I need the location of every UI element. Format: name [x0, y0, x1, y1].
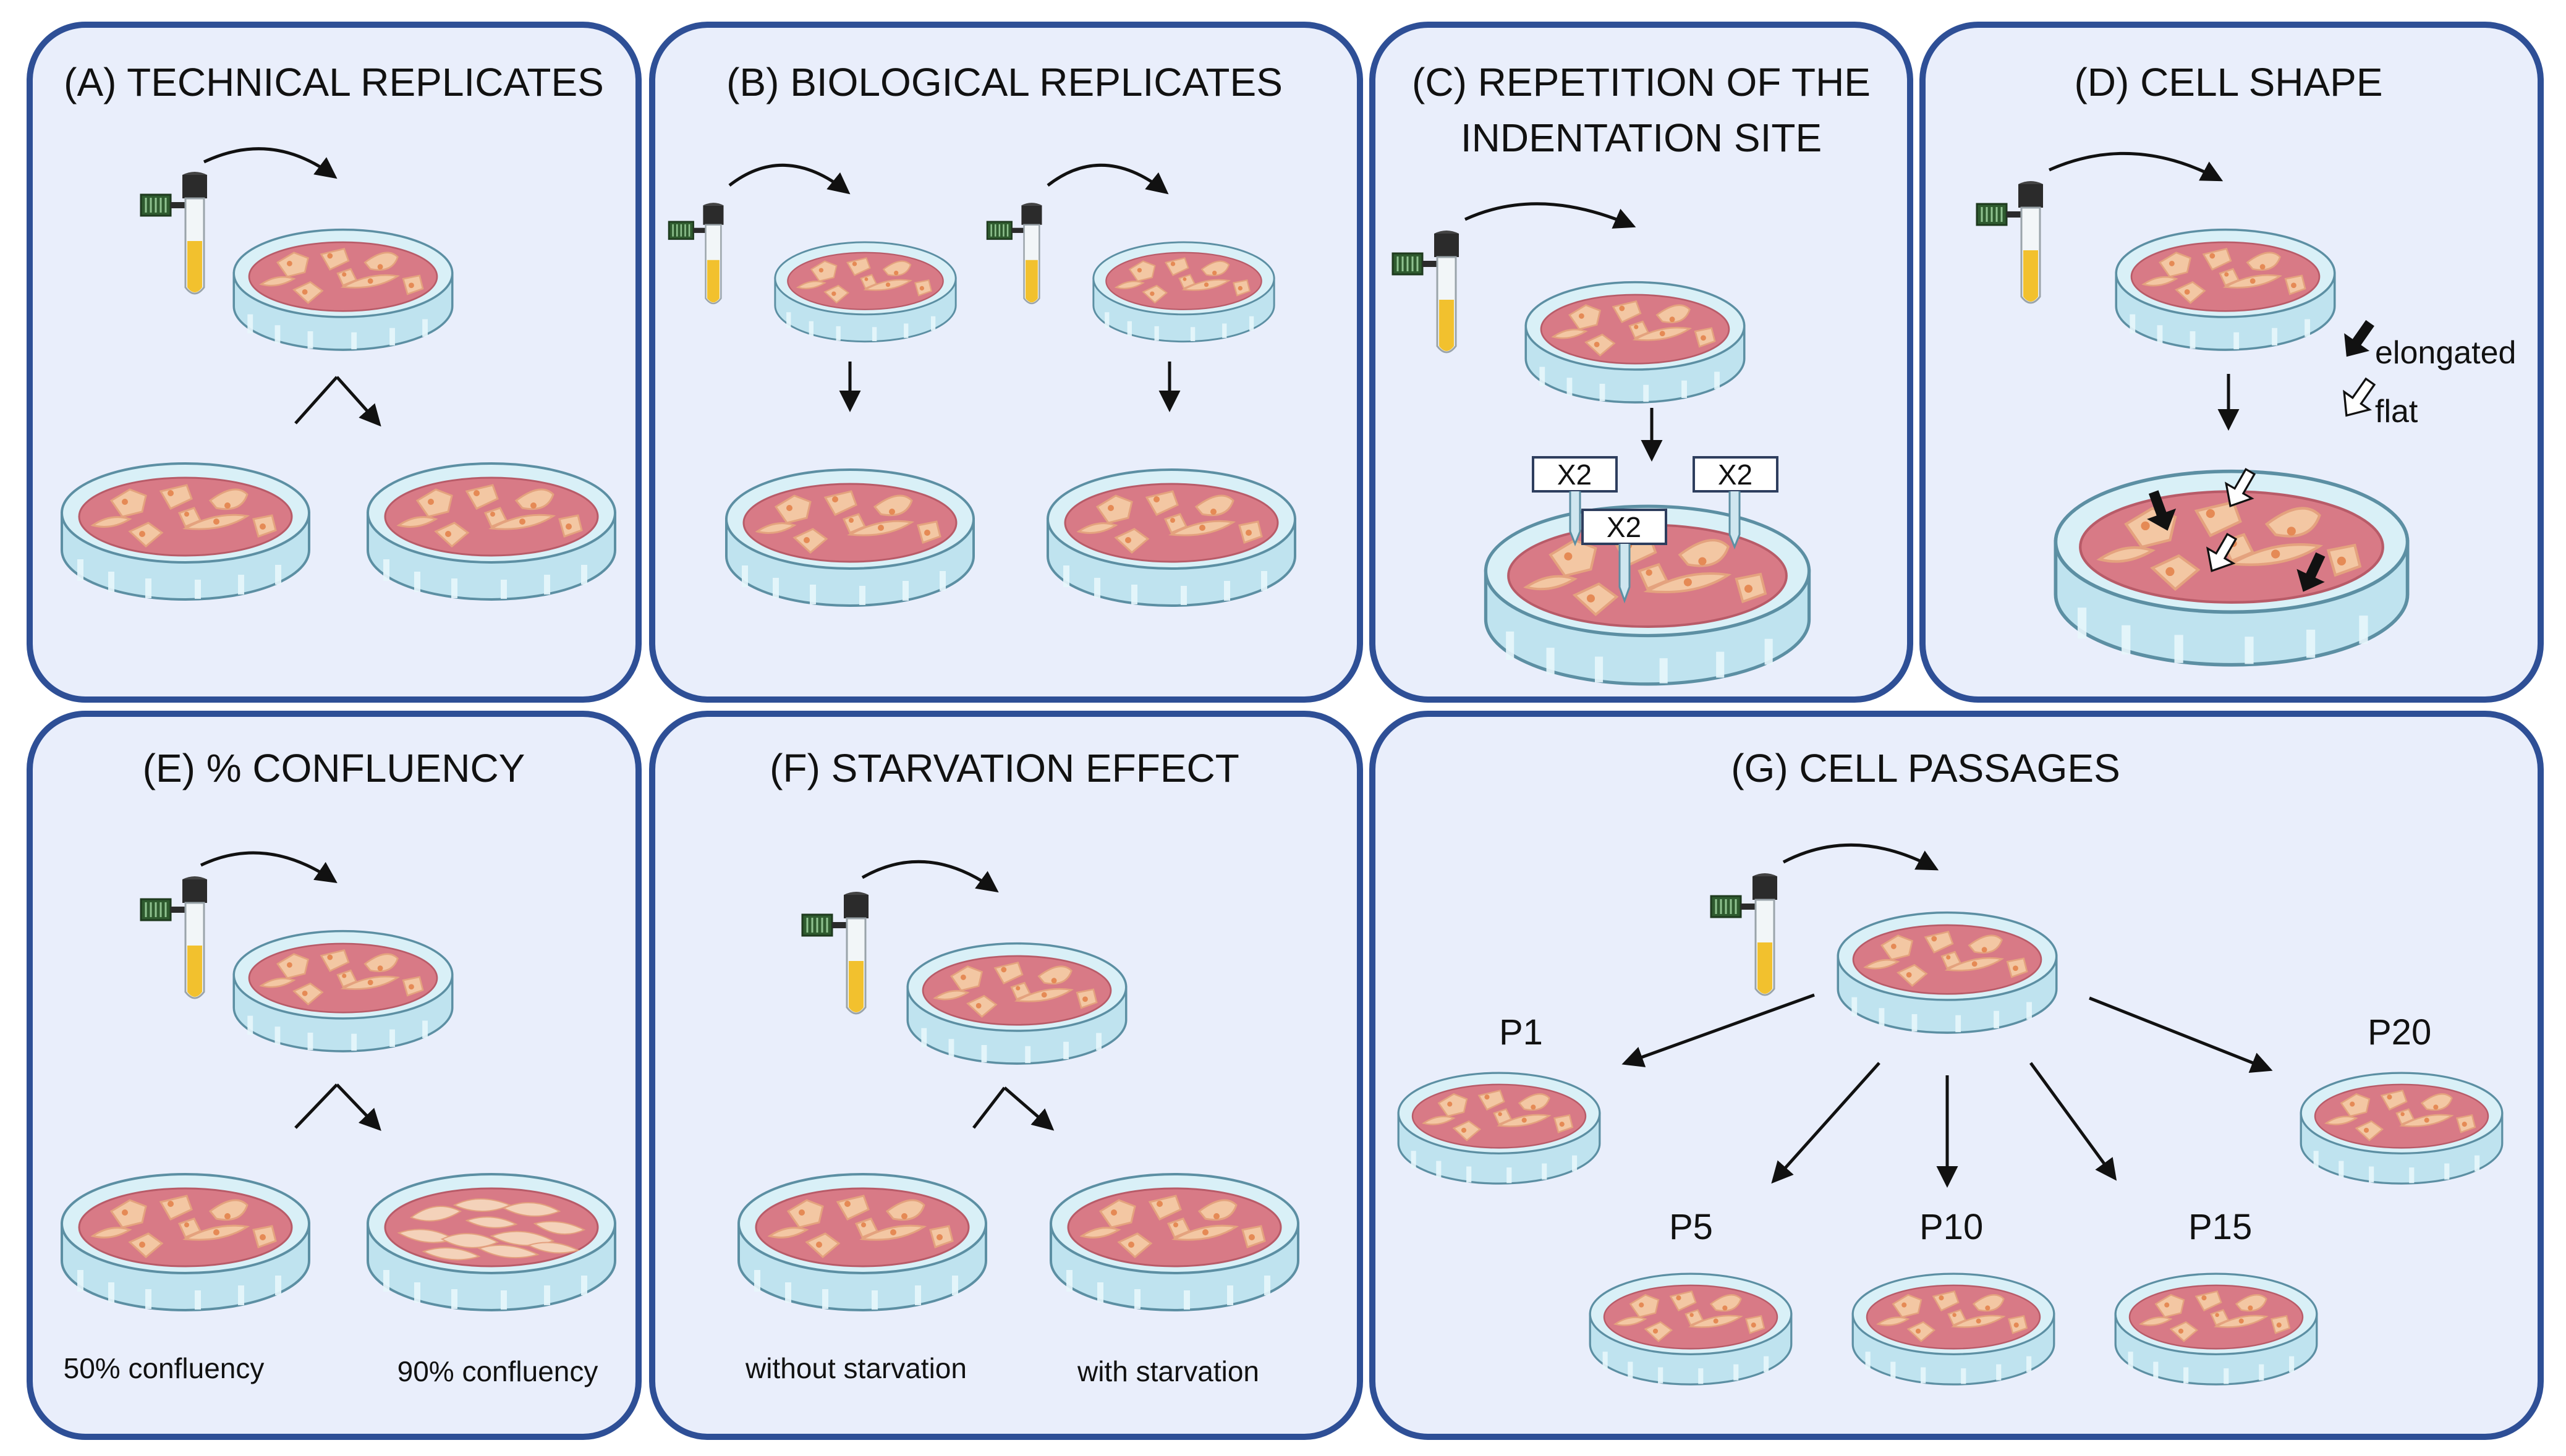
panel-e-title: (E) % CONFLUENCY [143, 746, 525, 790]
passage-label-p1: P1 [1499, 1012, 1543, 1052]
passage-label-p20: P20 [2368, 1012, 2431, 1052]
passage-arrow-icon [1621, 993, 1815, 1067]
panel-g-title: (G) CELL PASSAGES [1731, 746, 2120, 790]
petri-dish-icon [2115, 1274, 2317, 1384]
petri-dish-icon [1853, 1274, 2054, 1384]
split-arrow-icon [294, 376, 378, 423]
curved-arrow-icon [2048, 151, 2224, 182]
indenter-probe-icon: X2 [1581, 509, 1667, 604]
petri-dish-icon [1590, 1274, 1791, 1384]
panel-e: (E) % CONFLUENCY 50% confluency 90% conf… [27, 711, 642, 1440]
petri-dish-icon [1048, 470, 1295, 606]
panel-c: (C) REPETITION OF THE INDENTATION SITE X… [1369, 22, 1913, 703]
panel-c-title-line1: (C) REPETITION OF THE [1412, 60, 1871, 104]
indenter-probe-icon: X2 [1693, 456, 1778, 550]
legend-elongated: elongated [2375, 335, 2516, 371]
label-without-starvation: without starvation [745, 1352, 967, 1384]
split-arrow-icon [972, 1086, 1051, 1128]
petri-dish-icon [1398, 1073, 1600, 1183]
label-with-starvation: with starvation [1077, 1355, 1259, 1387]
petri-dish-icon [62, 463, 309, 599]
petri-dish-icon [1094, 242, 1274, 342]
petri-dish-icon [1051, 1174, 1298, 1310]
panel-b-title: (B) BIOLOGICAL REPLICATES [726, 60, 1283, 104]
petri-dish-icon [234, 931, 452, 1051]
petri-dish-icon [1526, 282, 1744, 402]
petri-dish-icon [1838, 913, 2056, 1033]
passage-label-p10: P10 [1919, 1207, 1983, 1247]
panel-f-title: (F) STARVATION EFFECT [770, 746, 1239, 790]
petri-dish-icon [2301, 1073, 2502, 1183]
passage-label-p5: P5 [1669, 1207, 1713, 1247]
confluent-dish-icon [368, 1174, 615, 1310]
curved-arrow-icon [1047, 163, 1169, 195]
petri-dish-icon [2116, 230, 2334, 350]
x2-label: X2 [1718, 459, 1752, 491]
x2-label: X2 [1607, 511, 1641, 543]
passage-arrow-icon [1771, 1062, 1880, 1184]
petri-dish-icon [907, 944, 1126, 1064]
petri-dish-icon [368, 463, 615, 599]
petri-dish-icon [234, 230, 452, 350]
curved-arrow-icon [203, 147, 338, 179]
curved-arrow-icon [1464, 202, 1636, 229]
panel-d-title: (D) CELL SHAPE [2074, 60, 2382, 104]
indenter-probe-icon: X2 [1532, 456, 1618, 547]
panel-a: (A) TECHNICAL REPLICATES [27, 22, 642, 703]
passage-arrow-icon [2029, 1062, 2117, 1181]
panel-d: (D) CELL SHAPE elongated flat [1919, 22, 2544, 703]
passage-label-p15: P15 [2188, 1207, 2252, 1247]
curved-arrow-icon [1782, 843, 1939, 871]
petri-dish-icon [726, 470, 974, 606]
curved-arrow-icon [200, 851, 338, 883]
panel-b: (B) BIOLOGICAL REPLICATES [649, 22, 1363, 703]
panel-a-title: (A) TECHNICAL REPLICATES [64, 60, 604, 104]
passage-arrow-icon [2089, 996, 2273, 1073]
label-90-confluency: 90% confluency [397, 1355, 598, 1387]
split-arrow-icon [294, 1083, 378, 1128]
x2-label: X2 [1557, 459, 1592, 491]
panel-f: (F) STARVATION EFFECT without starvation… [649, 711, 1363, 1440]
panel-g: (G) CELL PASSAGES P1 P5 P10 P15 P20 [1369, 711, 2544, 1440]
label-50-confluency: 50% confluency [64, 1352, 265, 1384]
petri-dish-icon [739, 1174, 986, 1310]
panel-c-title-line2: INDENTATION SITE [1461, 116, 1822, 160]
petri-dish-icon [62, 1174, 309, 1310]
legend-flat: flat [2375, 394, 2418, 430]
curved-arrow-icon [728, 163, 851, 195]
curved-arrow-icon [861, 860, 999, 893]
petri-dish-icon [775, 242, 956, 342]
